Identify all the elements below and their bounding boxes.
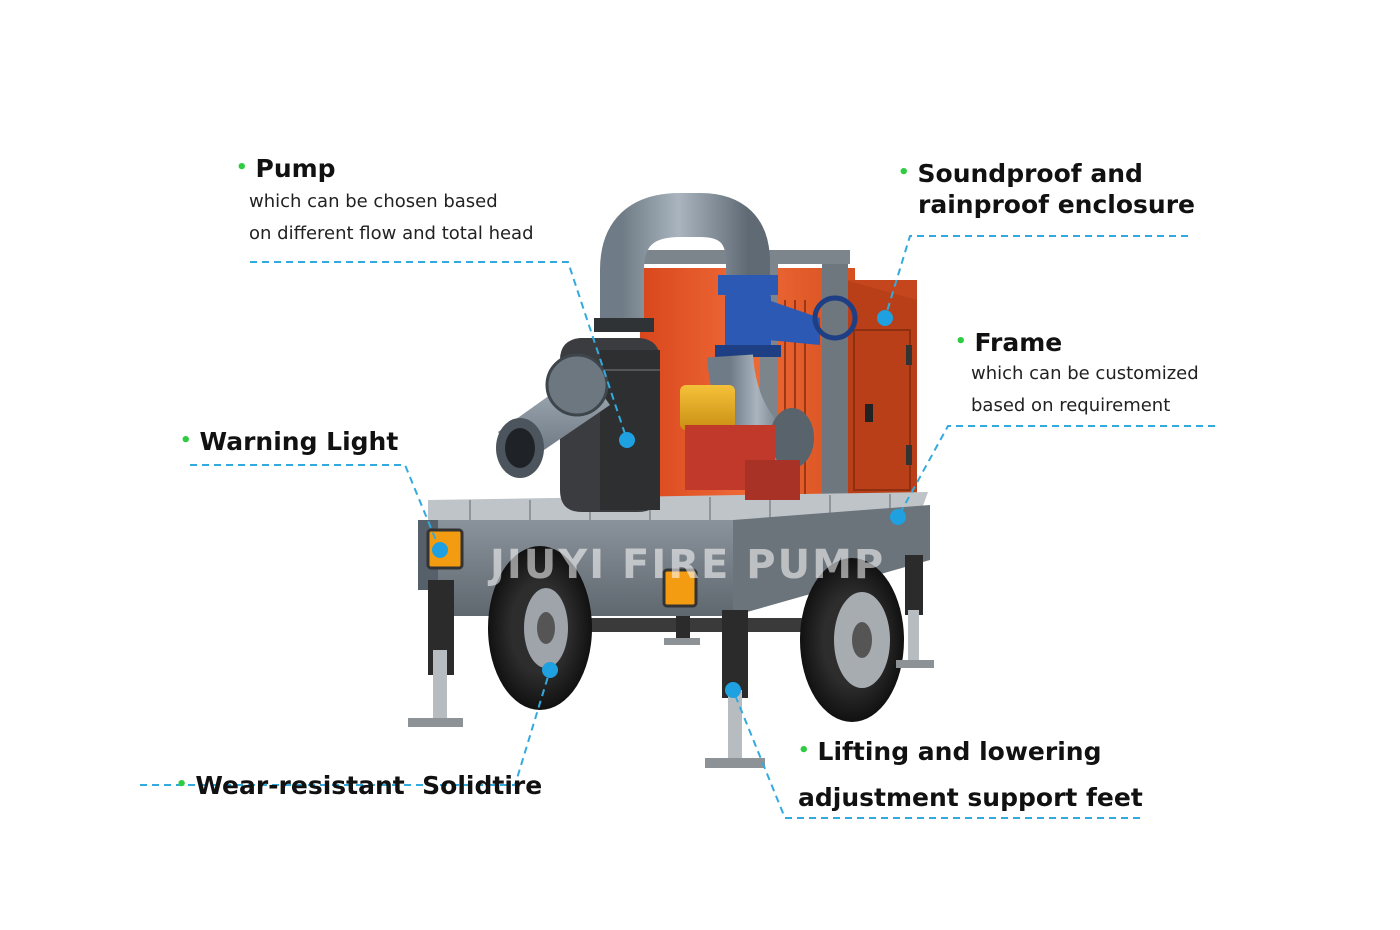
callout-pump-desc: which can be chosen based on different f… — [236, 186, 534, 250]
callout-frame: • Frame which can be customized based on … — [955, 326, 1199, 422]
callout-enclosure-title-line1: Soundproof and — [917, 159, 1143, 188]
callout-tire-title-row: • Wear-resistant Solidtire — [141, 738, 542, 832]
callout-feet-title-line1: Lifting and lowering — [817, 737, 1102, 766]
callout-pump-title-row: • Pump — [236, 152, 534, 184]
support-legs — [408, 555, 934, 768]
callout-tire: • Wear-resistant Solidtire — [141, 738, 542, 832]
callout-frame-title: Frame — [974, 328, 1063, 357]
bullet-dot: • — [180, 430, 192, 451]
callout-pump-desc-line1: which can be chosen based — [249, 191, 498, 212]
wheel-right — [800, 558, 904, 722]
callout-warning-light: • Warning Light — [180, 425, 398, 457]
leader-lines — [140, 235, 1215, 819]
bullet-dot: • — [798, 740, 810, 761]
callout-feet-title-line2: adjustment support feet — [798, 783, 1143, 812]
bullet-dot: • — [898, 162, 910, 183]
trailer-deck — [418, 492, 930, 616]
engine — [680, 385, 800, 500]
suction-pipe — [496, 353, 610, 478]
callout-warning-light-title: Warning Light — [199, 427, 399, 456]
callout-feet: • Lifting and lowering adjustment support… — [798, 728, 1143, 821]
bullet-dot: • — [175, 774, 188, 795]
gate-valve — [715, 275, 858, 357]
callout-frame-desc-line1: which can be customized — [971, 363, 1199, 384]
callout-tire-title: Wear-resistant Solidtire — [195, 771, 543, 800]
callout-frame-desc-line2: based on requirement — [971, 395, 1171, 416]
hotspot-dots — [432, 310, 906, 698]
bullet-dot: • — [955, 331, 967, 352]
callout-frame-desc: which can be customized based on require… — [955, 358, 1199, 422]
callout-warning-light-title-row: • Warning Light — [180, 425, 398, 457]
callout-pump-title: Pump — [255, 154, 336, 183]
warning-lights — [426, 528, 698, 608]
watermark: JIUYI FIRE PUMP — [487, 542, 885, 588]
callout-frame-title-row: • Frame — [955, 326, 1199, 358]
elbow-pipe — [707, 353, 814, 481]
callout-enclosure: • Soundproof and rainproof enclosure — [898, 157, 1195, 220]
callout-pump: • Pump which can be chosen based on diffe… — [236, 152, 534, 250]
bullet-dot: • — [236, 157, 248, 178]
callout-enclosure-title: • Soundproof and rainproof enclosure — [898, 157, 1195, 220]
wheel-left — [488, 546, 592, 710]
discharge-pipe — [594, 193, 770, 332]
callout-enclosure-title-line2: rainproof enclosure — [918, 190, 1196, 219]
callout-pump-desc-line2: on different flow and total head — [249, 223, 534, 244]
callout-feet-title: • Lifting and lowering adjustment support… — [798, 728, 1143, 821]
